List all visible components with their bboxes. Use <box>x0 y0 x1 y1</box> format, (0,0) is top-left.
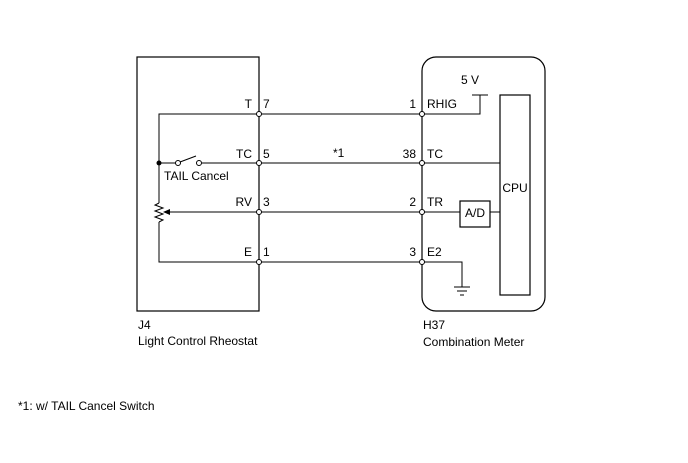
light-control-rheostat-box <box>136 56 260 312</box>
h37-pin-number: 3 <box>409 245 416 259</box>
pin-j4-3 <box>256 209 262 215</box>
pin-h37-3 <box>419 259 425 265</box>
h37-pin-number: 1 <box>409 97 416 111</box>
j4-pin-number: 7 <box>263 97 270 111</box>
cpu-block <box>499 94 531 296</box>
j4-name-label: Light Control Rheostat <box>138 334 258 348</box>
pin-h37-1 <box>419 111 425 117</box>
combination-meter-box <box>421 56 546 312</box>
supply-voltage-label: 5 V <box>461 73 479 87</box>
h37-terminal-label: TC <box>427 147 443 161</box>
rheostat-resistor <box>153 202 165 223</box>
h37-code-label: H37 <box>423 318 445 332</box>
switch-blade <box>179 155 197 163</box>
h37-terminal-label: E2 <box>427 245 442 259</box>
h37-name-label: Combination Meter <box>423 335 524 349</box>
h37-terminal-label: RHIG <box>427 97 457 111</box>
ad-label: A/D <box>465 206 485 220</box>
switch-contact-left <box>175 160 181 166</box>
j4-code-label: J4 <box>138 318 151 332</box>
cpu-label: CPU <box>502 181 527 195</box>
pin-h37-38 <box>419 160 425 166</box>
ground-icon <box>454 286 470 296</box>
h37-terminal-label: TR <box>427 195 443 209</box>
j4-terminal-label: E <box>244 245 252 259</box>
switch-junction-dot <box>156 160 162 166</box>
j4-terminal-label: T <box>245 97 253 111</box>
rheostat-bottom-wire <box>158 222 259 263</box>
switch-contact-right <box>196 160 202 166</box>
pin-h37-2 <box>419 209 425 215</box>
h37-pin-number: 38 <box>403 147 417 161</box>
rheostat-top-wire <box>158 113 259 203</box>
j4-terminal-label: TC <box>236 147 252 161</box>
pin-j4-5 <box>256 160 262 166</box>
h37-pin-number: 2 <box>409 195 416 209</box>
pin-j4-1 <box>256 259 262 265</box>
tail-cancel-switch-label: TAIL Cancel <box>164 169 229 183</box>
j4-terminal-label: RV <box>236 195 252 209</box>
rheostat-wiper-arrow <box>163 209 170 215</box>
j4-pin-number: 3 <box>263 195 270 209</box>
j4-pin-number: 1 <box>263 245 270 259</box>
footnote: *1: w/ TAIL Cancel Switch <box>18 399 155 413</box>
supply-wire <box>422 95 481 115</box>
ground-wire <box>422 261 463 287</box>
j4-pin-number: 5 <box>263 147 270 161</box>
wire-note-marker: *1 <box>333 146 345 160</box>
pin-j4-7 <box>256 111 262 117</box>
ad-block <box>459 200 491 228</box>
